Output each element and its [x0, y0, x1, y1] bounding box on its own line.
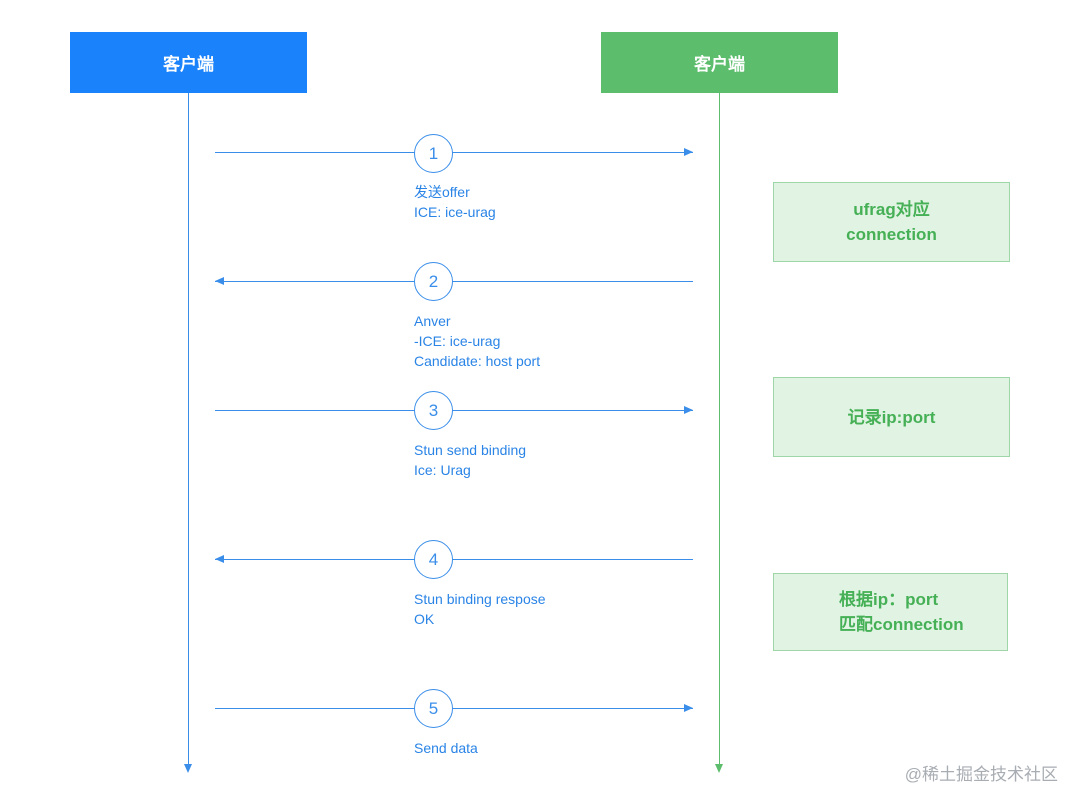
- message-1-label-line: ICE: ice-urag: [414, 204, 496, 220]
- note-line: 根据ip：port: [839, 590, 939, 609]
- message-5-label-line: Send data: [414, 740, 478, 756]
- note-line: connection: [846, 225, 937, 244]
- message-3-arrowhead-icon: [684, 406, 693, 414]
- note-ufrag-connection: ufrag对应 connection: [773, 182, 1010, 262]
- message-5-arrow-line: [215, 708, 693, 709]
- note-match-connection: 根据ip：port 匹配connection: [773, 573, 1008, 651]
- right-lifeline-arrow-icon: [715, 764, 723, 773]
- message-2-label-line: Anver: [414, 313, 451, 329]
- message-2-label-line: Candidate: host port: [414, 353, 541, 369]
- message-1-label-line: 发送offer: [414, 184, 470, 200]
- message-4-arrowhead-icon: [215, 555, 224, 563]
- message-2-label: Anver -ICE: ice-urag Candidate: host por…: [414, 311, 540, 371]
- message-3-arrow-line: [215, 410, 693, 411]
- left-lifeline-arrow-icon: [184, 764, 192, 773]
- note-line: 匹配connection: [839, 615, 964, 634]
- message-2-arrow-line: [215, 281, 693, 282]
- message-4-step-circle: 4: [414, 540, 453, 579]
- message-4-label-line: OK: [414, 611, 435, 627]
- message-2-step-circle: 2: [414, 262, 453, 301]
- message-5-step-circle: 5: [414, 689, 453, 728]
- message-1-arrow-line: [215, 152, 693, 153]
- participant-right-header: 客户端: [601, 32, 838, 93]
- message-1-arrowhead-icon: [684, 148, 693, 156]
- message-3-label-line: Ice: Urag: [414, 462, 471, 478]
- message-3-label-line: Stun send binding: [414, 442, 527, 458]
- watermark: @稀土掘金技术社区: [904, 765, 1058, 784]
- right-lifeline: [719, 93, 720, 766]
- participant-left-header: 客户端: [70, 32, 307, 93]
- message-2-label-line: -ICE: ice-urag: [414, 333, 501, 349]
- message-3-step-circle: 3: [414, 391, 453, 430]
- message-1-label: 发送offer ICE: ice-urag: [414, 182, 496, 222]
- message-4-arrow-line: [215, 559, 693, 560]
- message-4-label: Stun binding respose OK: [414, 589, 546, 629]
- message-2-arrowhead-icon: [215, 277, 224, 285]
- message-5-arrowhead-icon: [684, 704, 693, 712]
- message-1-step-circle: 1: [414, 134, 453, 173]
- left-lifeline: [188, 93, 189, 766]
- note-record-ip-port: 记录ip:port: [773, 377, 1010, 457]
- message-4-label-line: Stun binding respose: [414, 591, 546, 607]
- message-3-label: Stun send binding Ice: Urag: [414, 440, 526, 480]
- message-5-label: Send data: [414, 738, 478, 758]
- note-line: 记录ip:port: [847, 407, 936, 427]
- note-line: ufrag对应: [853, 200, 930, 219]
